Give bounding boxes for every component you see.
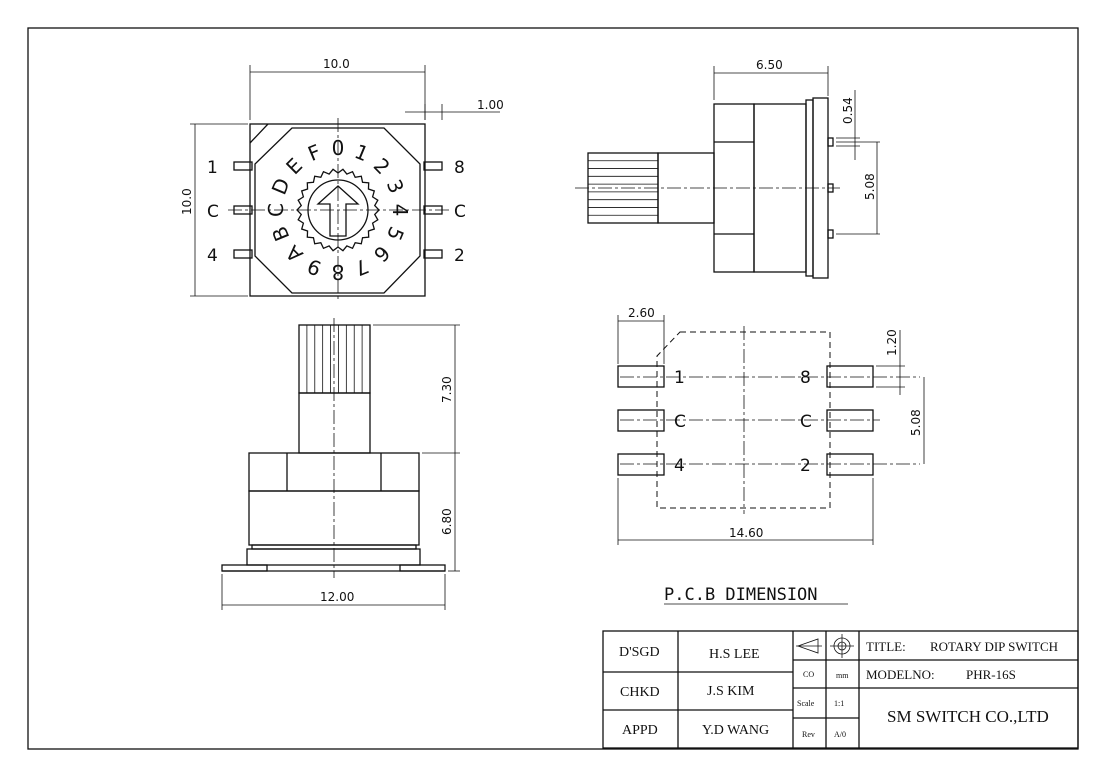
approved-by: Y.D WANG [702,723,769,738]
dial-digit: 2 [369,153,395,179]
dim-top-pin: 1.00 [477,98,504,112]
dial-digit: B [267,223,294,245]
pin-label: 2 [454,246,465,266]
top-view-octagon [254,127,421,294]
dial-digit: 0 [332,136,345,160]
dim-side-pitch: 5.08 [863,173,877,200]
dial-digit: E [281,153,307,179]
unit: mm [836,671,849,680]
pcb-pin-label: C [674,412,686,432]
approved-label: APPD [622,723,658,738]
dim-pcb-pad: 2.60 [628,306,655,320]
scale-value: 1:1 [834,699,844,708]
dial-digit: D [267,175,295,198]
pin-label: C [207,202,219,222]
model-number: PHR-16S [966,667,1016,682]
dial-digit: 9 [304,254,325,281]
dim-top-height: 10.0 [180,188,194,215]
dim-pcb-pad-height: 1.20 [885,329,899,356]
pcb-pad [617,453,665,476]
dim-pcb-pitch: 5.08 [909,409,923,436]
dial-digit: 6 [369,241,395,267]
front-knob [298,324,371,394]
pcb-pin-label: 4 [674,456,685,476]
checked-by: J.S KIM [707,684,755,699]
pin-label: 8 [454,158,465,178]
dim-side-pitch-small: 0.54 [841,97,855,124]
dial-digit: A [281,240,308,267]
model-label: MODELNO: [866,667,935,682]
pcb-pad [617,409,665,432]
pcb-outline [656,331,831,509]
pin-label: 4 [207,246,218,266]
pcb-pin-label: 1 [674,368,685,388]
pin-left-4 [233,249,253,259]
projection-symbol-icon [796,634,854,658]
dim-front-body: 6.80 [440,508,454,535]
dial-digit: 7 [351,254,372,281]
pcb-pad [617,365,665,388]
designed-label: D'SGD [619,645,660,660]
scale-label: Scale [797,699,815,708]
pcb-pad [826,365,874,388]
dial-digit: 4 [388,204,412,217]
pin-left-1 [233,161,253,171]
pcb-pad [826,453,874,476]
drawing-title: ROTARY DIP SWITCH [930,639,1058,654]
dim-side-width: 6.50 [756,58,783,72]
dim-front-width: 12.00 [320,590,354,604]
rev-value: A/0 [834,730,846,739]
dim-pcb-width: 14.60 [729,526,763,540]
dim-top-width: 10.0 [323,57,350,71]
front-view: 7.30 6.80 12.00 [221,318,460,610]
dial-digit: F [304,139,324,166]
side-view: 6.50 0.54 5.08 [575,58,880,279]
dim-front-knob: 7.30 [440,376,454,403]
pin-label: C [454,202,466,222]
dial-digit: 1 [351,139,372,166]
checked-label: CHKD [620,685,660,700]
dial-digit: 3 [382,176,409,197]
pin-right-2 [423,249,443,259]
title-label: TITLE: [866,639,906,654]
pcb-dimension-title: P.C.B DIMENSION [664,585,818,605]
pcb-layout: 1 C 4 8 C 2 2.60 1.20 5.08 14.60 P.C.B D… [617,306,925,605]
pcb-pin-label: 8 [800,368,811,388]
pcb-pin-label: C [800,412,812,432]
co-label: CO [803,670,814,679]
pin-right-8 [423,161,443,171]
pcb-pad [826,409,874,432]
designed-by: H.S LEE [709,647,760,662]
dial-digit: 5 [382,223,409,244]
pin-label: 1 [207,158,218,178]
dial-digit: C [264,203,288,217]
pcb-pin-label: 2 [800,456,811,476]
title-block: D'SGD H.S LEE CHKD J.S KIM APPD Y.D WANG… [602,630,1079,749]
rev-label: Rev [802,730,815,739]
drawing-border [27,27,1079,750]
dial-digit: 8 [332,260,345,284]
company-name: SM SWITCH CO.,LTD [887,707,1049,726]
